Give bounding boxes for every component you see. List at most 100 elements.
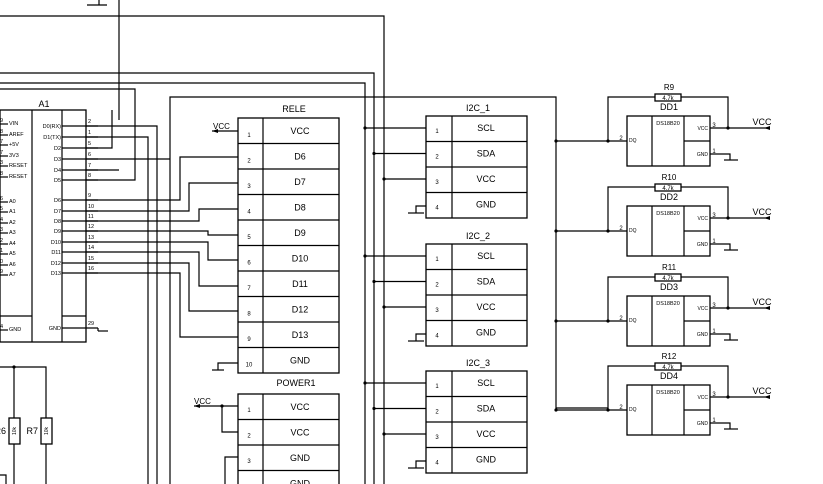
pin-number: 9	[0, 118, 3, 124]
pin-name: GND	[476, 328, 497, 338]
junction-dot	[12, 365, 16, 369]
power1-body	[237, 393, 340, 484]
pin-name: VCC	[476, 174, 496, 184]
pin-number: 4	[0, 324, 3, 330]
pin-name: D6	[54, 198, 61, 204]
junction-dot	[726, 306, 730, 310]
wire-d2	[86, 110, 113, 149]
pin-number: 12	[88, 224, 94, 230]
wire-power-gnd	[224, 456, 238, 484]
junction-dot	[554, 139, 558, 143]
vcc-arrow-icon	[764, 306, 770, 310]
sensor-ref: DD3	[660, 282, 678, 292]
resistor-body	[8, 417, 21, 445]
pin-name: D7	[54, 209, 61, 215]
junction-dot	[382, 305, 386, 309]
pin-number: 1	[88, 130, 91, 136]
pin-number: 2	[88, 119, 91, 125]
pin-name: GND	[697, 242, 709, 248]
pin-name: A7	[9, 272, 16, 278]
wire-pullup	[607, 96, 655, 140]
junction-dot	[363, 381, 367, 385]
junction-dot	[382, 432, 386, 436]
resistor-ref: R9	[664, 83, 675, 92]
ground-icon	[710, 153, 731, 160]
pin-number: 1	[247, 408, 251, 414]
component-ref: I2C_1	[466, 103, 490, 113]
pin-number: 5	[0, 206, 3, 212]
pin-number: 2	[435, 155, 439, 161]
component-ref: I2C_2	[466, 231, 490, 241]
vcc-arrow-icon	[212, 129, 218, 133]
resistor-ref: R11	[662, 263, 677, 272]
junction-dot	[554, 229, 558, 233]
pin-number: 29	[88, 321, 94, 327]
resistor-value: 4.7k	[662, 96, 674, 102]
pin-number: 2	[435, 410, 439, 416]
wire-pullup	[681, 276, 729, 308]
pin-name: D6	[294, 151, 306, 161]
pin-name: SDA	[477, 149, 496, 159]
pin-name: D5	[54, 178, 61, 184]
vcc-net-label: VCC	[752, 297, 772, 307]
pin-name: VCC	[290, 402, 310, 412]
pin-number: 1	[712, 239, 716, 245]
pin-name: A2	[9, 220, 16, 226]
ground-icon	[710, 333, 731, 340]
pin-number: 3	[247, 459, 251, 465]
wire-r	[0, 474, 7, 484]
pin-name: +5V	[9, 142, 19, 148]
pin-number: 5	[88, 141, 91, 147]
pin-number: 15	[88, 256, 94, 262]
pin-number: 1	[435, 257, 439, 263]
pin-name: GND	[476, 200, 497, 210]
junction-dot	[606, 408, 610, 412]
sensor-part: DS18B20	[656, 121, 680, 127]
junction-dot	[606, 229, 610, 233]
resistor-value: 10k	[44, 426, 50, 435]
pin-number: 4	[435, 334, 439, 340]
pin-number: 0	[0, 259, 3, 265]
pin-name: DQ	[629, 228, 637, 234]
pin-number: 2	[619, 136, 623, 142]
pin-number: 1	[712, 329, 716, 335]
wire-pullup	[681, 365, 729, 397]
junction-dot	[606, 139, 610, 143]
pin-name: RESET	[9, 174, 28, 180]
pin-name: SCL	[477, 251, 495, 261]
pin-name: GND	[697, 332, 709, 338]
sensor-part: DS18B20	[656, 301, 680, 307]
pin-name: SCL	[477, 123, 495, 133]
sensor-part: DS18B20	[656, 211, 680, 217]
ground-icon	[217, 362, 238, 370]
vcc-arrow-icon	[764, 126, 770, 130]
pin-name: VCC	[290, 126, 310, 136]
pin-number: 6	[0, 196, 3, 202]
arduino-a1-body	[0, 109, 87, 343]
pin-name: D8	[294, 202, 306, 212]
pin-name: GND	[290, 355, 311, 365]
pin-name: VCC	[290, 428, 310, 438]
vcc-net-label: VCC	[752, 207, 772, 217]
pin-number: 1	[712, 149, 716, 155]
pin-name: SDA	[477, 404, 496, 414]
pin-number: 3	[712, 213, 716, 219]
pin-name: VCC	[697, 126, 708, 132]
pin-name: D0(RX)	[43, 124, 62, 130]
pin-name: GND	[697, 421, 709, 427]
pin-name: GND	[697, 152, 709, 158]
pin-name: D12	[51, 261, 61, 267]
pin-number: 8	[0, 171, 3, 177]
wire-d7	[86, 182, 238, 212]
pin-number: 2	[247, 434, 251, 440]
pin-name: VIN	[9, 121, 18, 127]
pin-name: A4	[9, 241, 16, 247]
vcc-net-label: VCC	[752, 386, 772, 396]
pin-name: GND	[476, 455, 497, 465]
pin-number: 8	[0, 129, 3, 135]
pin-name: A5	[9, 251, 16, 257]
pin-name: VCC	[476, 429, 496, 439]
component-ref: RELE	[282, 104, 306, 114]
pin-number: 7	[247, 286, 251, 292]
wire-d1	[86, 136, 149, 484]
